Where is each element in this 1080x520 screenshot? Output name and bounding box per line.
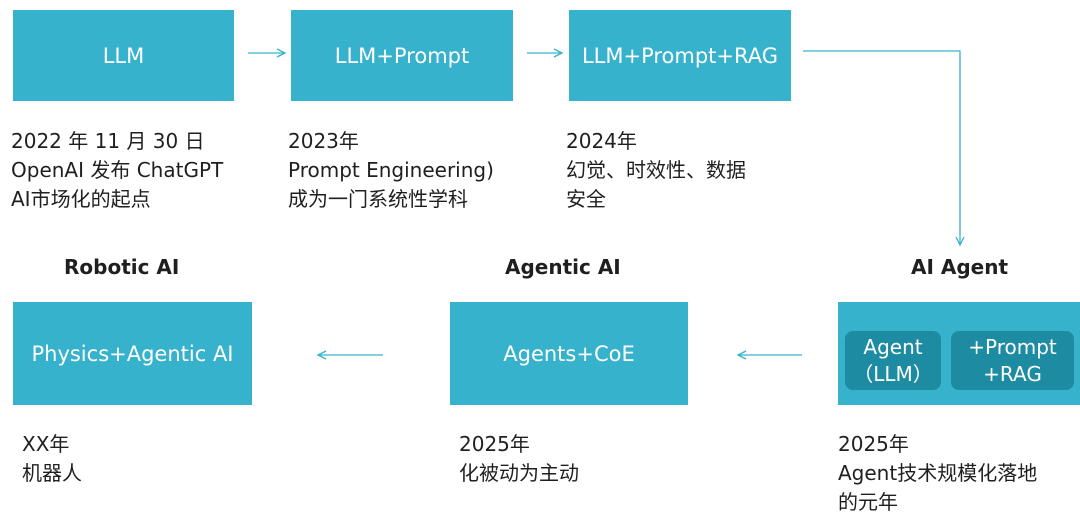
llm-prompt-rag-caption-line-2: 幻觉、时效性、数据	[566, 158, 746, 182]
llm-prompt-caption-line-3: 成为一门系统性学科	[288, 187, 468, 211]
llm-prompt-caption-line-1: 2023年	[288, 129, 359, 153]
ai-agent-caption-line-2: Agent技术规模化落地	[838, 461, 1038, 485]
prompt-rag-line-2: +RAG	[983, 361, 1042, 386]
agent-llm-sub-box: Agent （LLM）	[845, 331, 941, 390]
llm-caption-line-1: 2022 年 11 月 30 日	[11, 129, 205, 153]
llm-prompt-caption: 2023年 Prompt Engineering) 成为一门系统性学科	[288, 127, 494, 214]
llm-prompt-caption-line-2: Prompt Engineering)	[288, 158, 494, 182]
agentic-caption: 2025年 化被动为主动	[459, 430, 579, 488]
ai-agent-caption-line-1: 2025年	[838, 432, 909, 456]
ai-agent-box: Agent （LLM） +Prompt +RAG	[838, 302, 1080, 405]
llm-prompt-rag-caption: 2024年 幻觉、时效性、数据 安全	[566, 127, 746, 214]
llm-prompt-box-label: LLM+Prompt	[334, 43, 470, 68]
agentic-ai-heading: Agentic AI	[505, 255, 621, 279]
llm-caption-line-2: OpenAI 发布 ChatGPT	[11, 158, 224, 182]
llm-caption-line-3: AI市场化的起点	[11, 187, 151, 211]
prompt-rag-sub-box: +Prompt +RAG	[951, 331, 1074, 390]
robotic-ai-heading: Robotic AI	[64, 255, 180, 279]
physics-agentic-box: Physics+Agentic AI	[13, 302, 252, 405]
llm-caption: 2022 年 11 月 30 日 OpenAI 发布 ChatGPT AI市场化…	[11, 127, 223, 214]
physics-agentic-box-label: Physics+Agentic AI	[31, 341, 234, 366]
llm-prompt-rag-caption-line-3: 安全	[566, 187, 606, 211]
agents-coe-box-label: Agents+CoE	[503, 341, 635, 366]
agent-llm-line-2: （LLM）	[853, 361, 933, 386]
agents-coe-box: Agents+CoE	[450, 302, 688, 405]
arrow-rag-to-agent	[803, 50, 960, 245]
prompt-rag-line-1: +Prompt	[968, 334, 1057, 359]
ai-agent-heading: AI Agent	[911, 255, 1009, 279]
robotic-caption: XX年 机器人	[22, 430, 82, 488]
robotic-caption-line-2: 机器人	[22, 461, 82, 485]
agent-llm-line-1: Agent	[863, 334, 923, 359]
ai-agent-caption-line-3: 的元年	[838, 490, 898, 514]
robotic-caption-line-1: XX年	[22, 432, 70, 456]
llm-prompt-rag-box-label: LLM+Prompt+RAG	[581, 43, 779, 68]
llm-box: LLM	[13, 10, 234, 101]
llm-prompt-rag-box: LLM+Prompt+RAG	[569, 10, 791, 101]
llm-prompt-box: LLM+Prompt	[291, 10, 513, 101]
agentic-caption-line-1: 2025年	[459, 432, 530, 456]
ai-agent-caption: 2025年 Agent技术规模化落地 的元年	[838, 430, 1037, 517]
agentic-caption-line-2: 化被动为主动	[459, 461, 579, 485]
llm-prompt-rag-caption-line-1: 2024年	[566, 129, 637, 153]
llm-box-label: LLM	[102, 43, 145, 68]
